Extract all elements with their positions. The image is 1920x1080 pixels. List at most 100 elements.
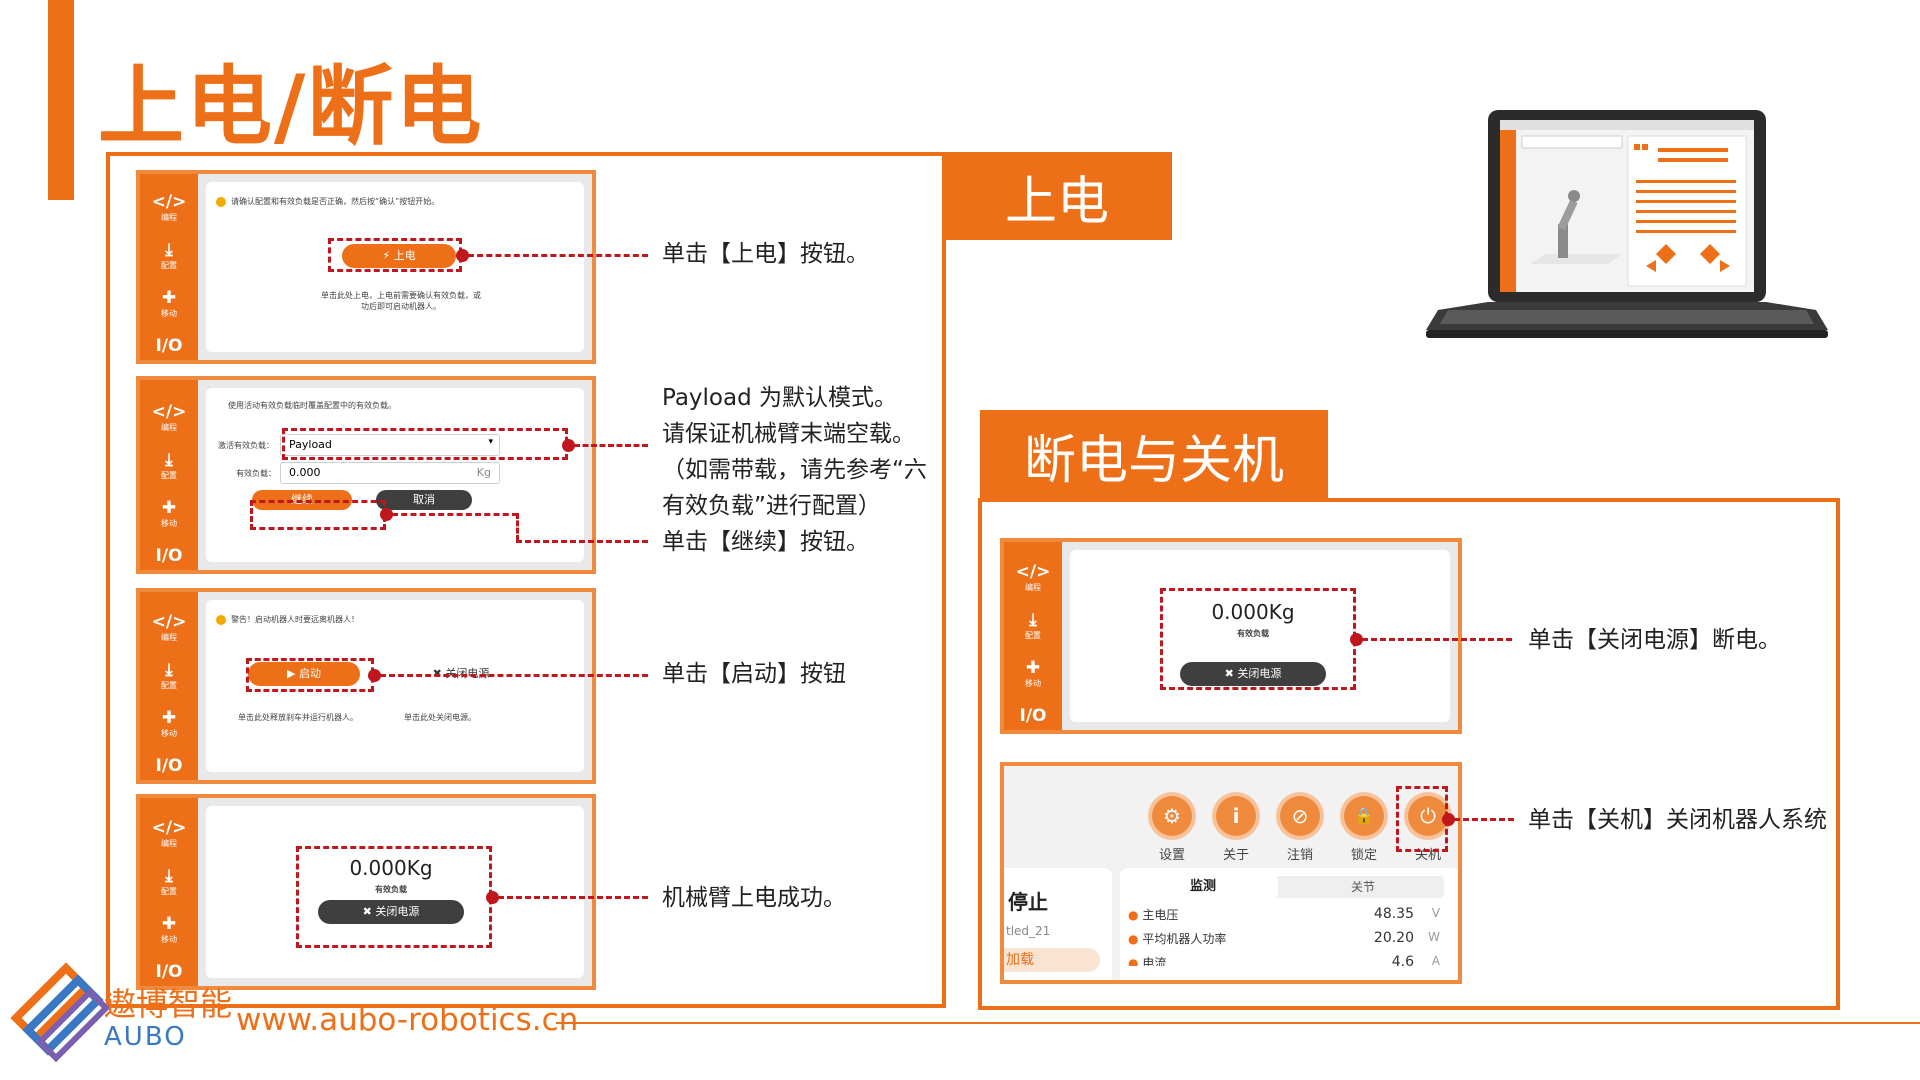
laptop-image	[1426, 110, 1828, 338]
info-icon[interactable]: i	[1216, 796, 1256, 836]
active-payload-label: 激活有效负载：	[218, 441, 274, 450]
brand-name-cn: 遨博智能	[104, 985, 233, 1023]
cancel-button[interactable]: 取消	[376, 490, 472, 510]
power-off-tab: 断电与关机	[980, 410, 1328, 500]
sidebar-item-move[interactable]: ✚移动	[140, 708, 198, 739]
dialog: 请确认配置和有效负载是否正确，然后按“确认”按钮开始。 ⚡ 上电 单击此处上电，…	[206, 182, 584, 352]
logout-icon[interactable]: ⊘	[1280, 796, 1320, 836]
payload-weight-label: 有效负载	[1237, 629, 1269, 638]
code-icon: </>	[151, 612, 187, 632]
sidebar-item-config[interactable]: ⤓配置	[140, 660, 198, 691]
power-on-button[interactable]: ⚡ 上电	[342, 244, 456, 268]
download-icon: ⤓	[165, 240, 173, 260]
laptop-illustration	[1418, 104, 1838, 352]
status-card: 停止 tled_21 加载	[1004, 868, 1112, 980]
step2-screenshot: </>编程 ⤓配置 ✚移动 I/O 使用活动有效负载临时覆盖配置中的有效负载。 …	[136, 376, 596, 574]
aubo-logo	[6, 948, 116, 1068]
sidebar-item-move[interactable]: ✚移动	[140, 498, 198, 529]
sidebar-item-config[interactable]: ⤓配置	[140, 450, 198, 481]
status-panel: 0.000Kg 有效负载 ✖ 关闭电源	[206, 806, 584, 978]
warning-text: 请确认配置和有效负载是否正确，然后按“确认”按钮开始。	[231, 197, 440, 206]
highlight-power-on	[328, 238, 462, 272]
payload-weight-label: 有效负载	[375, 885, 407, 894]
off1-screenshot: </>编程 ⤓配置 ✚移动 I/O 0.000Kg 有效负载 ✖ 关闭电源	[1000, 538, 1462, 734]
close-power-button[interactable]: ✖ 关闭电源	[318, 900, 464, 924]
dialog: 使用活动有效负载临时覆盖配置中的有效负载。 激活有效负载： Payload ▾ …	[206, 388, 584, 562]
logout-label: 注销	[1286, 848, 1313, 863]
chevron-down-icon: ▾	[488, 437, 493, 447]
move-icon: ✚	[161, 498, 177, 518]
close-note: 单击此处关闭电源。	[404, 713, 476, 722]
step2-annotation: Payload 为默认模式。 请保证机械臂末端空载。 （如需带载，请先参考“六 …	[662, 385, 927, 555]
highlight-payload-select	[282, 428, 568, 460]
payload-input[interactable]: 0.000 Kg	[280, 462, 500, 484]
sidebar-item-move[interactable]: ✚移动	[140, 288, 198, 319]
code-icon: </>	[151, 818, 187, 838]
off2-annotation: 单击【关机】关闭机器人系统	[1528, 807, 1827, 833]
sidebar-item-io[interactable]: I/O	[1004, 706, 1062, 726]
power-on-note: 单击此处上电，上电前需要确认有效负载，或	[321, 291, 481, 300]
warning-text: 警告！启动机器人时要远离机器人！	[231, 615, 359, 624]
sidebar-item-config[interactable]: ⤓配置	[140, 866, 198, 897]
start-button[interactable]: ▶ 启动	[248, 662, 360, 686]
sidebar: </>编程 ⤓配置 ✚移动 I/O	[140, 380, 198, 570]
highlight-shutdown	[1396, 786, 1448, 852]
sidebar-item-program[interactable]: </>编程	[1004, 562, 1062, 593]
highlight-start	[246, 658, 374, 692]
code-icon: </>	[151, 402, 187, 422]
monitor-row: ● 主电压 48.35 V	[1128, 906, 1440, 922]
sidebar-item-move[interactable]: ✚移动	[140, 914, 198, 945]
power-icon[interactable]: ⏻	[1408, 796, 1448, 836]
monitor-row: ● 平均机器人功率 20.20 W	[1128, 930, 1440, 946]
settings-label: 设置	[1158, 848, 1185, 863]
warning-icon	[216, 196, 226, 207]
move-icon: ✚	[161, 708, 177, 728]
move-icon: ✚	[161, 914, 177, 934]
sidebar: </>编程 ⤓配置 ✚移动 I/O	[140, 174, 198, 360]
payload-label: 有效负载：	[236, 469, 276, 478]
sidebar-item-config[interactable]: ⤓配置	[1004, 610, 1062, 641]
sidebar-item-io[interactable]: I/O	[140, 962, 198, 982]
active-payload-select[interactable]: Payload ▾	[280, 434, 500, 456]
step4-screenshot: </>编程 ⤓配置 ✚移动 I/O 0.000Kg 有效负载 ✖ 关闭电源	[136, 794, 596, 990]
sidebar-item-program[interactable]: </>编程	[140, 192, 198, 223]
website-url[interactable]: www.aubo-robotics.cn	[236, 1002, 579, 1038]
sidebar-item-io[interactable]: I/O	[140, 756, 198, 776]
sidebar-item-program[interactable]: </>编程	[140, 612, 198, 643]
robot-status: 停止	[1008, 890, 1048, 914]
gear-icon[interactable]: ⚙	[1152, 796, 1192, 836]
step4-annotation: 机械臂上电成功。	[662, 885, 846, 911]
sidebar: </>编程 ⤓配置 ✚移动 I/O	[140, 592, 198, 780]
sidebar-item-io[interactable]: I/O	[140, 546, 198, 566]
move-icon: ✚	[1025, 658, 1041, 678]
io-icon: I/O	[155, 546, 183, 566]
sidebar-item-program[interactable]: </>编程	[140, 402, 198, 433]
tab-joint[interactable]: 关节	[1350, 880, 1375, 894]
code-icon: </>	[151, 192, 187, 212]
step1-screenshot: </>编程 ⤓配置 ✚移动 I/O 请确认配置和有效负载是否正确，然后按“确认”…	[136, 170, 596, 364]
brand-name-en: AUBO	[104, 1022, 187, 1052]
sidebar-item-io[interactable]: I/O	[140, 336, 198, 356]
sidebar-item-move[interactable]: ✚移动	[1004, 658, 1062, 689]
load-button[interactable]: 加载	[1004, 948, 1100, 972]
highlight-continue	[250, 500, 386, 530]
off1-annotation: 单击【关闭电源】断电。	[1528, 627, 1781, 653]
step3-annotation: 单击【启动】按钮	[662, 661, 846, 687]
sidebar-item-program[interactable]: </>编程	[140, 818, 198, 849]
lock-icon[interactable]: 🔒	[1344, 796, 1384, 836]
sidebar-item-config[interactable]: ⤓配置	[140, 240, 198, 271]
close-power-button[interactable]: ✖ 关闭电源	[1180, 662, 1326, 686]
project-name: tled_21	[1006, 924, 1051, 938]
payload-weight: 0.000Kg	[1211, 600, 1295, 624]
aubo-logo-mark	[10, 962, 111, 1063]
code-icon: </>	[1015, 562, 1051, 582]
about-label: 关于	[1222, 848, 1249, 863]
tab-monitor[interactable]: 监测	[1128, 876, 1278, 898]
page-title: 上电/断电	[98, 57, 484, 157]
move-icon: ✚	[161, 288, 177, 308]
step1-annotation: 单击【上电】按钮。	[662, 241, 869, 267]
highlight-weight-box	[296, 846, 492, 948]
io-icon: I/O	[155, 756, 183, 776]
payload-hint: 使用活动有效负载临时覆盖配置中的有效负载。	[228, 401, 396, 410]
download-icon: ⤓	[165, 866, 173, 886]
